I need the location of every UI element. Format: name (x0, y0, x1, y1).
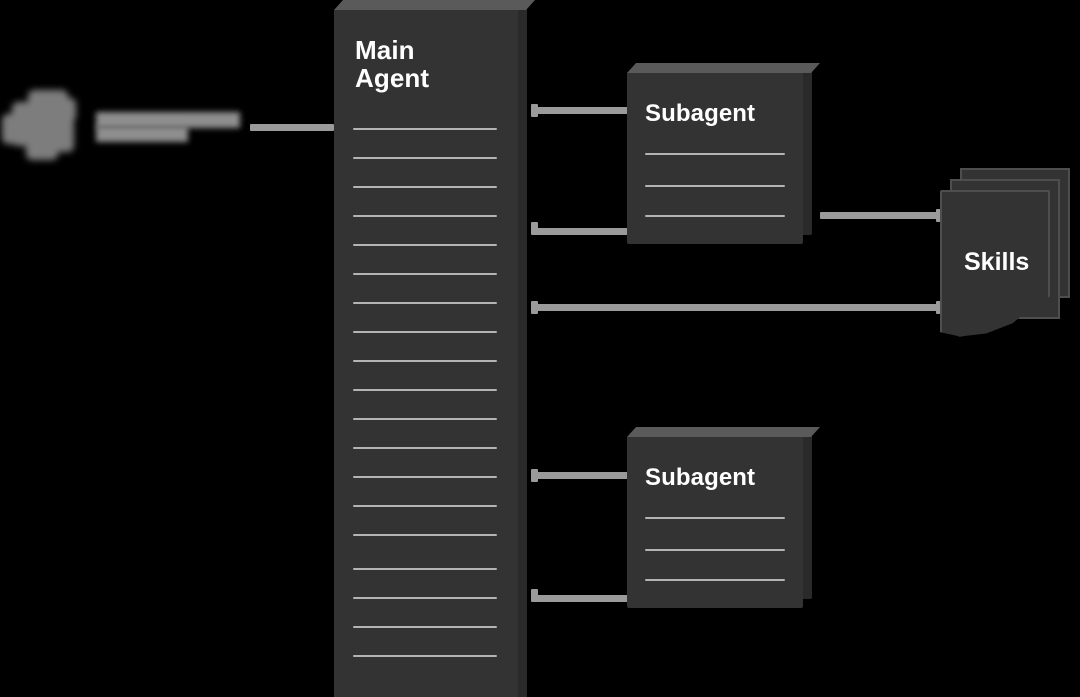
subagent-top-label: Subagent (645, 100, 756, 127)
main-agent-rule (353, 418, 497, 420)
main-agent-rule (353, 244, 497, 246)
main-agent-rule (353, 273, 497, 275)
subagent-bottom-rule (645, 517, 785, 519)
subagent-top-box-front-face (627, 72, 803, 244)
subagent-top-box[interactable] (627, 63, 812, 244)
skills-label: Skills (964, 248, 1030, 276)
main-agent-rule (353, 157, 497, 159)
skills-stack[interactable]: Skills (940, 168, 1070, 338)
main-agent-box-top-face (334, 0, 535, 10)
connector-source-to-main-agent (250, 124, 334, 131)
main-agent-label: Main Agent (355, 35, 430, 94)
connector-cap-main-to-skills-end (936, 301, 943, 314)
main-agent-rule (353, 215, 497, 217)
main-agent-rule (353, 128, 497, 130)
main-agent-box[interactable] (334, 0, 527, 697)
connector-main-to-subagent-top-lower (533, 228, 633, 235)
subagent-bottom-box[interactable] (627, 427, 812, 608)
subagent-bottom-label: Subagent (645, 464, 756, 491)
subagent-top-box-top-face (627, 63, 820, 73)
main-agent-rule (353, 597, 497, 599)
redacted-source-label-line-2 (96, 126, 188, 142)
connector-cap-subagent-top-to-skills (936, 209, 943, 222)
subagent-bottom-rule (645, 549, 785, 551)
main-agent-rule (353, 447, 497, 449)
subagent-top-rule (645, 153, 785, 155)
main-agent-rule (353, 655, 497, 657)
main-agent-rule (353, 505, 497, 507)
main-agent-rule (353, 534, 497, 536)
subagent-top-rule (645, 185, 785, 187)
main-agent-rule (353, 360, 497, 362)
subagent-bottom-box-top-face (627, 427, 820, 437)
main-agent-rule (353, 389, 497, 391)
subagent-bottom-rule (645, 579, 785, 581)
connector-main-to-subagent-bottom-upper (533, 472, 633, 479)
main-agent-box-front-face (334, 9, 518, 697)
main-agent-rule (353, 568, 497, 570)
connector-main-to-subagent-top-upper (533, 107, 633, 114)
main-agent-rule (353, 626, 497, 628)
connector-main-to-subagent-bottom-lower (533, 595, 633, 602)
main-agent-rule (353, 476, 497, 478)
main-agent-rule (353, 186, 497, 188)
redacted-source-label-line-1 (96, 112, 240, 128)
main-agent-rule (353, 302, 497, 304)
connector-main-to-skills-direct (533, 304, 943, 311)
connector-subagent-top-to-skills (820, 212, 942, 219)
redacted-source-icon (2, 88, 92, 160)
main-agent-rule (353, 331, 497, 333)
subagent-bottom-box-front-face (627, 436, 803, 608)
subagent-top-rule (645, 215, 785, 217)
